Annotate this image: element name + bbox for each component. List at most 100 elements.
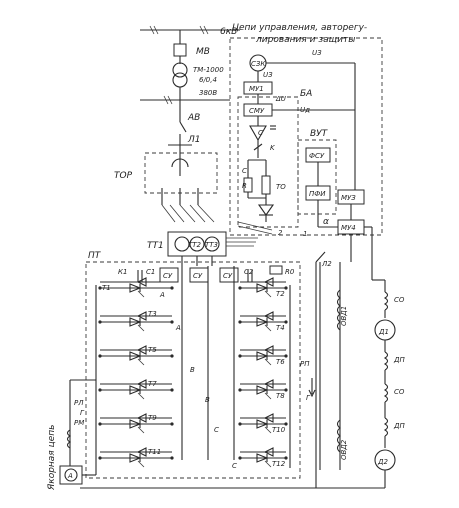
motor-circuit: Л2 РП Г ОВД1 ОВД2 СО Д1 ДП СО ДП Д2 bbox=[80, 251, 405, 489]
pt-block bbox=[85, 261, 301, 479]
junction-dot bbox=[238, 456, 242, 460]
phase-c2-label: С bbox=[232, 462, 237, 470]
thyristor-symbol-reverse bbox=[136, 277, 147, 287]
g2-label: Г bbox=[80, 409, 85, 417]
uz-label: UЗ bbox=[312, 49, 322, 57]
diode-symbol bbox=[257, 204, 275, 216]
tor-label: ТОР bbox=[114, 171, 133, 181]
junction-dot bbox=[284, 456, 288, 460]
gamma-label: Г bbox=[306, 394, 311, 402]
dp2-label: ДП bbox=[393, 422, 405, 430]
l2-label: Л2 bbox=[321, 260, 332, 268]
c2b-label: С2 bbox=[244, 268, 254, 276]
tm-ratio-label: 6/0,4 bbox=[199, 76, 217, 84]
ba-label: БА bbox=[300, 89, 312, 99]
pt-label: ПТ bbox=[88, 251, 102, 261]
bus-label: 6кВ bbox=[220, 27, 237, 37]
thyristor-symbol bbox=[256, 283, 269, 293]
co1-coil bbox=[383, 291, 389, 311]
thyristor-symbol-reverse bbox=[136, 345, 147, 355]
junction-dot bbox=[238, 388, 242, 392]
phase-a-label: А bbox=[159, 291, 165, 299]
t4-label: Т4 bbox=[276, 324, 285, 332]
co2-label: СО bbox=[394, 388, 405, 396]
thyristor-gate bbox=[264, 290, 272, 298]
ba-block bbox=[237, 96, 299, 228]
fsu-label: ФСУ bbox=[309, 152, 325, 160]
junction-dot bbox=[170, 422, 174, 426]
thyristor-symbol-reverse bbox=[263, 447, 274, 457]
thyristor-symbol bbox=[129, 351, 142, 361]
r0-label: R0 bbox=[285, 268, 295, 276]
phase-a2-label: А bbox=[175, 324, 181, 332]
su1-label: СУ bbox=[163, 272, 173, 280]
junction-dot bbox=[170, 456, 174, 460]
t11-label: Т11 bbox=[148, 448, 161, 456]
transformer-secondary bbox=[172, 72, 188, 88]
n2-label: 2 bbox=[278, 229, 283, 237]
t1-label: Т1 bbox=[102, 284, 111, 292]
to-label: ТО bbox=[276, 183, 286, 191]
rp-label: РП bbox=[300, 360, 310, 368]
thyristor-symbol bbox=[256, 385, 269, 395]
junction-dot bbox=[284, 388, 288, 392]
thyristor-symbol bbox=[256, 453, 269, 463]
resistor-r0 bbox=[269, 265, 283, 275]
control-circuits: Цепи управления, авторегу- лирования и з… bbox=[229, 23, 383, 280]
dp1-coil bbox=[383, 351, 389, 371]
szk-label: СЗК bbox=[251, 60, 266, 68]
thyristor-gate bbox=[264, 358, 272, 366]
junction-dot bbox=[170, 286, 174, 290]
to-element bbox=[261, 175, 271, 195]
junction-dot bbox=[170, 354, 174, 358]
tor-block: ТОР bbox=[114, 152, 218, 223]
thyristor-gate bbox=[137, 358, 145, 366]
ammeter-label: А bbox=[67, 472, 73, 480]
d1-label: Д1 bbox=[378, 328, 389, 336]
transformer-primary bbox=[172, 62, 188, 78]
c-label: C bbox=[258, 129, 263, 137]
thyristor-symbol bbox=[129, 317, 142, 327]
junction-dot bbox=[238, 286, 242, 290]
t7-label: Т7 bbox=[148, 380, 157, 388]
thyristor-gate bbox=[264, 460, 272, 468]
t6-label: Т6 bbox=[276, 358, 285, 366]
vut-label: ВУТ bbox=[310, 129, 329, 139]
rl-label: РЛ bbox=[74, 399, 84, 407]
su3-label: СУ bbox=[223, 272, 233, 280]
su2-label: СУ bbox=[193, 272, 203, 280]
circuit-breaker-mv bbox=[173, 43, 187, 57]
co2-coil bbox=[383, 383, 389, 403]
thyristor-symbol-reverse bbox=[263, 345, 274, 355]
phase-b-label: В bbox=[190, 366, 195, 374]
thyristor-symbol bbox=[256, 419, 269, 429]
phase-b2-label: В bbox=[205, 396, 210, 404]
alpha-label: α bbox=[323, 217, 329, 227]
resistor-r bbox=[243, 177, 253, 193]
junction-dot bbox=[284, 354, 288, 358]
control-title-2: лирования и защиты bbox=[255, 35, 355, 45]
dp2-coil bbox=[383, 417, 389, 437]
smu-label: СМУ bbox=[249, 107, 265, 115]
d2-label: Д2 bbox=[377, 458, 388, 466]
junction-dot bbox=[98, 456, 102, 460]
junction-dot bbox=[98, 422, 102, 426]
l1-label: Л1 bbox=[187, 135, 201, 145]
tm-label: ТМ-1000 bbox=[193, 66, 224, 74]
thyristor-symbol bbox=[129, 385, 142, 395]
thyristor-gate bbox=[137, 290, 145, 298]
junction-dot bbox=[98, 388, 102, 392]
thyristor-symbol bbox=[129, 453, 142, 463]
junction-dot bbox=[284, 422, 288, 426]
t10-label: Т10 bbox=[272, 426, 286, 434]
junction-dot bbox=[170, 388, 174, 392]
rm-label: РМ bbox=[74, 419, 84, 427]
mv-label: МВ bbox=[196, 47, 210, 57]
ovd1-coil bbox=[336, 289, 341, 331]
muz-label: МУЗ bbox=[341, 194, 356, 202]
thyristor-symbol bbox=[256, 317, 269, 327]
ammeter bbox=[64, 468, 78, 482]
junction-dot bbox=[238, 354, 242, 358]
du-label: ΔU bbox=[275, 95, 286, 103]
thyristor-symbol bbox=[129, 283, 142, 293]
